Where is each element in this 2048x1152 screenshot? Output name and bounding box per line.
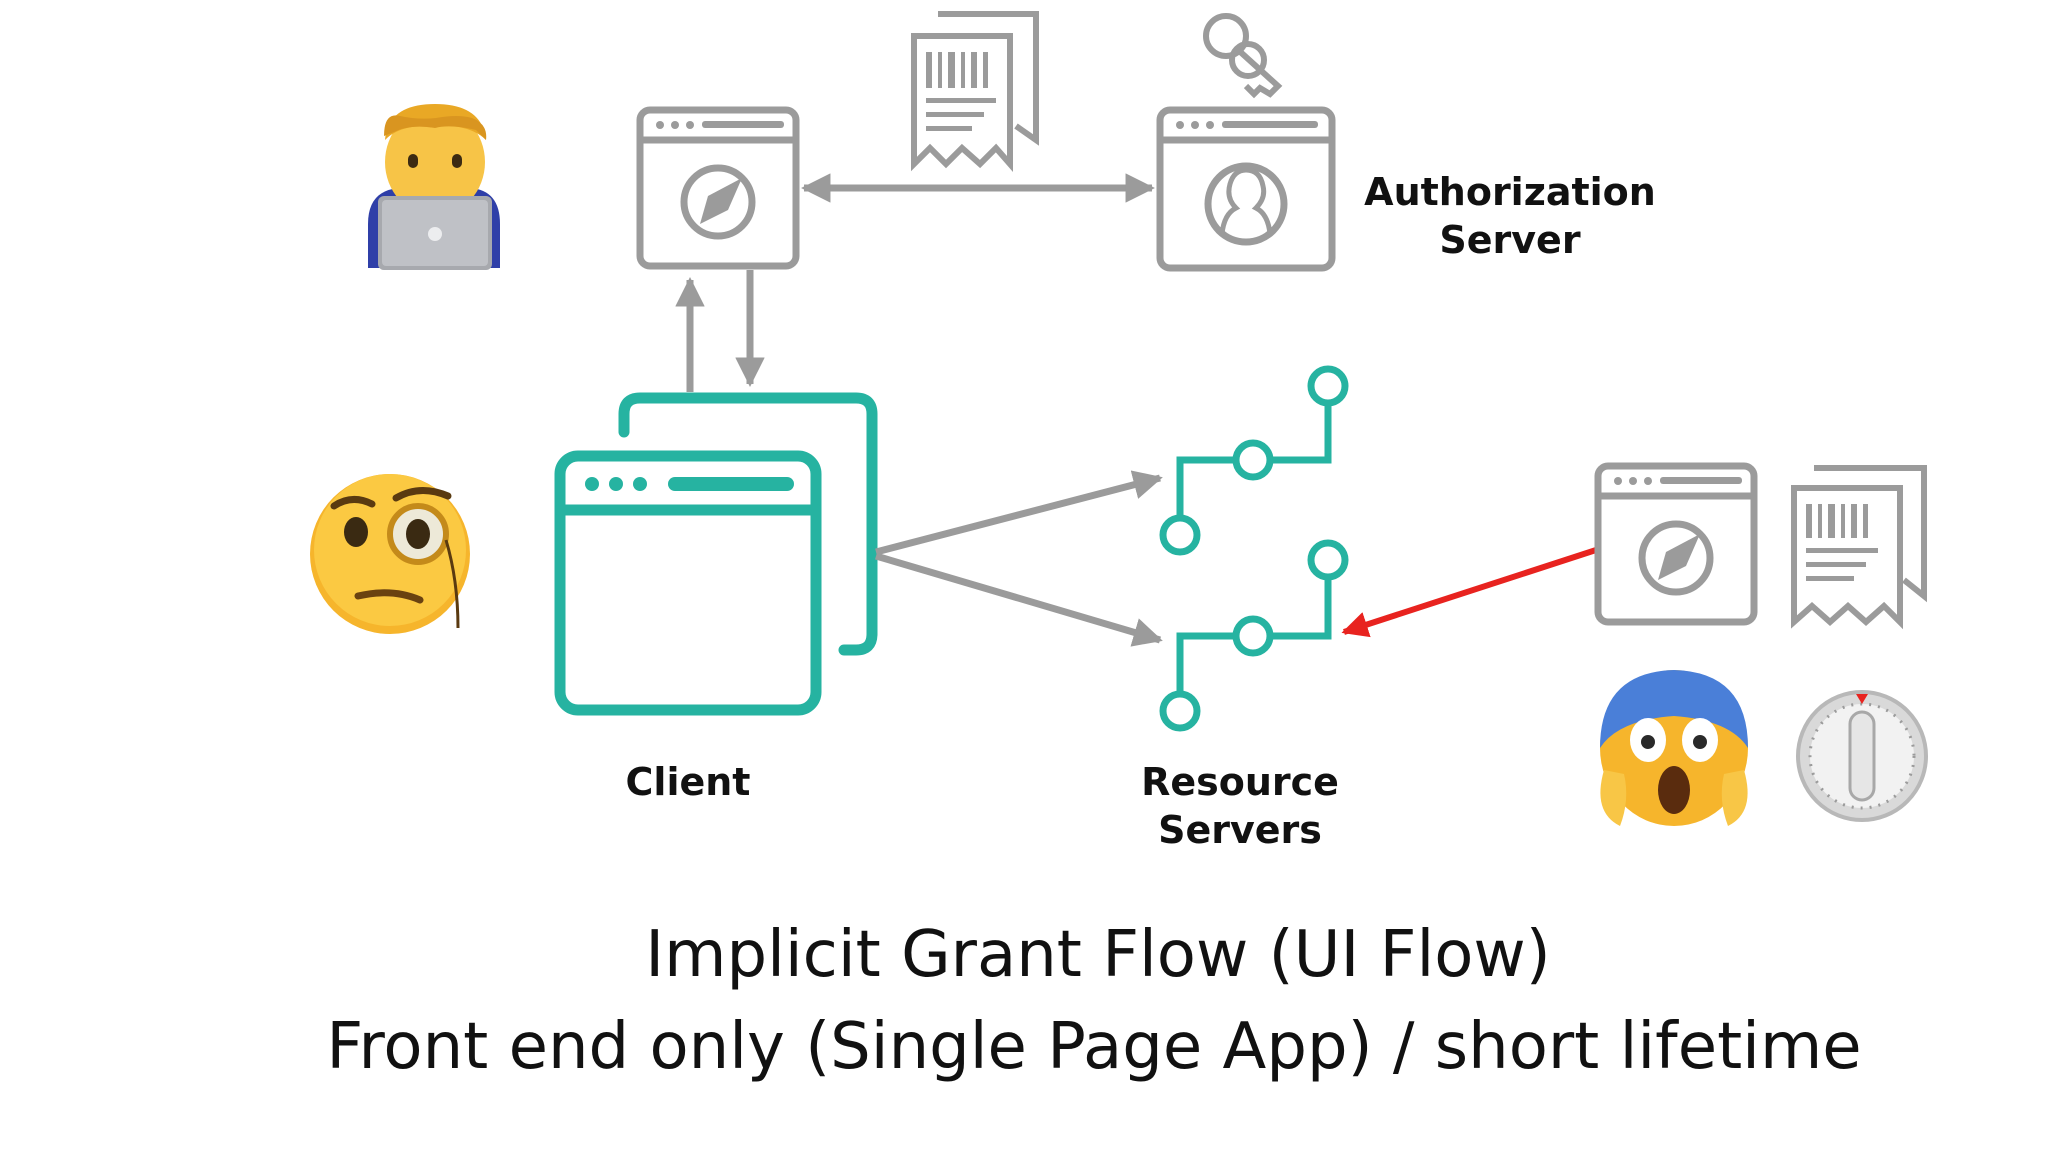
- client-app-window-icon: [554, 392, 878, 716]
- compass-browser-icon: [636, 106, 800, 270]
- compass-browser-icon: [1594, 462, 1758, 626]
- resource-server-node-icon: [1159, 365, 1349, 556]
- screaming-face-icon: [1600, 670, 1748, 826]
- resource-servers-label-line2: Servers: [1158, 808, 1322, 852]
- resource-servers-label-line1: Resource: [1141, 760, 1339, 804]
- client-to-resource1-arrow: [875, 470, 1163, 556]
- stolen-token-red-arrow: [1341, 547, 1597, 638]
- key-icon: [1203, 13, 1283, 99]
- authorization-server-label: Authorization Server: [1360, 168, 1660, 264]
- authorization-server-label-line2: Server: [1439, 218, 1581, 262]
- resource-server-node-icon: [1159, 539, 1349, 732]
- caption-subtitle: Front end only (Single Page App) / short…: [326, 1010, 1862, 1084]
- user-browser-icon: [1156, 106, 1336, 272]
- timer-icon: [1796, 690, 1928, 822]
- developer-laptop-icon: [368, 104, 500, 270]
- caption-title: Implicit Grant Flow (UI Flow): [645, 918, 1551, 992]
- receipt-icon: [911, 11, 1039, 172]
- client-to-resource2-arrow: [875, 552, 1163, 647]
- receipt-icon: [1791, 465, 1927, 630]
- resource-servers-label: Resource Servers: [1110, 758, 1370, 854]
- client-label: Client: [625, 760, 751, 804]
- authorization-server-label-line1: Authorization: [1364, 170, 1656, 214]
- monocle-face-icon: [310, 474, 470, 634]
